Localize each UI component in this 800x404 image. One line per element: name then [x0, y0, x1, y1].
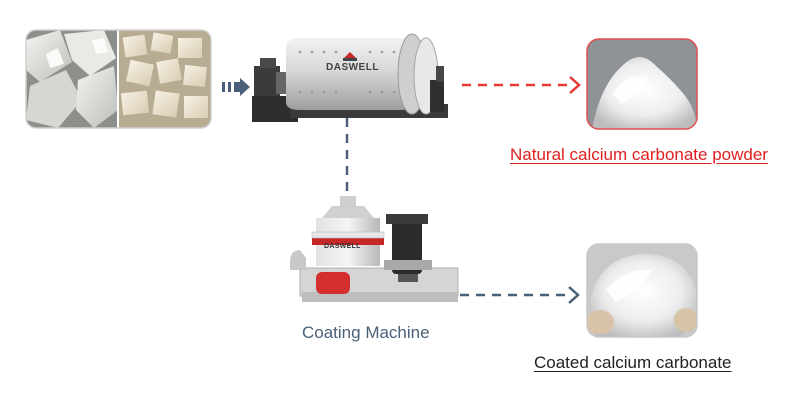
- coated-powder-photo: [587, 253, 697, 337]
- ball-mill-brand: [343, 52, 357, 61]
- ball-mill-brand-text: DASWELL: [326, 62, 379, 73]
- ball-mill-icon: [252, 33, 448, 122]
- coated-powder-label: Coated calcium carbonate: [534, 353, 732, 372]
- coating-machine-label: Coating Machine: [302, 323, 430, 342]
- coating-machine-icon: [290, 196, 459, 302]
- coated-powder-photo-frame: [586, 243, 698, 338]
- flow-to-coated-powder: [460, 286, 580, 304]
- flow-to-natural-powder: [462, 76, 581, 94]
- crushed-calcium-carbonate-photo: [120, 32, 208, 118]
- white-limestone-lumps-photo: [26, 30, 118, 128]
- raw-material-photo: [25, 29, 212, 129]
- feed-arrow: [222, 78, 250, 96]
- white-powder-photo: [592, 57, 697, 129]
- coating-machine-brand-text: DASWELL: [324, 243, 361, 250]
- natural-powder-photo: [586, 38, 698, 130]
- natural-powder-label: Natural calcium carbonate powder: [510, 145, 768, 164]
